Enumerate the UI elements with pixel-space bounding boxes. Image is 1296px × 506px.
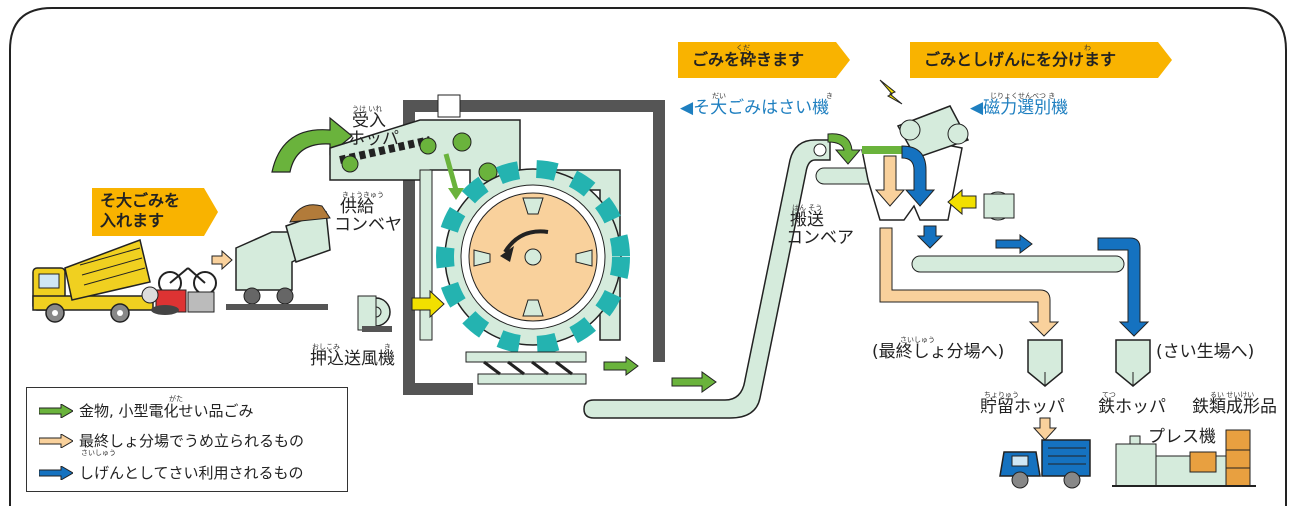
- banner-separate-shape: [910, 42, 1172, 78]
- flow-arrow-tan-down: [874, 155, 906, 207]
- legend-arrow-blue-icon: [39, 465, 73, 480]
- magnetic-label: ◀磁力選別機: [970, 98, 1069, 118]
- legend-arrow-green-icon: [39, 403, 73, 418]
- legend-item-landfill-text: 最終しょ分場でうめ立られるもの: [79, 432, 305, 450]
- receiving-hopper-icon: [226, 204, 331, 310]
- receiving-hopper-label-1: 受入: [352, 111, 386, 131]
- legend-arrow-tan-icon: [39, 433, 73, 448]
- banner-input-shape: [92, 188, 218, 236]
- legend-item-recycle-text: しげんとしてさい利用されるもの: [79, 464, 304, 482]
- flow-arrow-tan-truck: [1032, 417, 1058, 441]
- iron-products-label: 鉄類成形品: [1192, 397, 1277, 417]
- landfill-hopper-ruby: さいしゅう: [900, 336, 935, 344]
- dump-truck-icon: [32, 239, 154, 323]
- flow-arrow-blue-curve: [901, 145, 936, 207]
- storage-hopper-label: 貯留ホッパ: [980, 397, 1065, 417]
- flow-arrow-truck: [211, 249, 233, 271]
- storage-hopper-icon: [1027, 339, 1063, 387]
- banner-separate-ruby: わ: [1084, 44, 1091, 52]
- receiving-hopper-ruby: うけ いれ: [352, 105, 383, 113]
- press-label: プレス機: [1148, 427, 1216, 447]
- iron-hopper-label: 鉄ホッパ: [1098, 397, 1166, 417]
- legend-item-landfill: 最終しょ分場でうめ立られるもの: [39, 430, 304, 451]
- push-blower-icon: [357, 295, 392, 332]
- storage-hopper-ruby: ちょりゅう: [984, 391, 1019, 399]
- legend-landfill-ruby: さいしゅう: [81, 449, 116, 457]
- magnetic-ruby: じりょくせんべつ き: [990, 92, 1056, 100]
- supply-conveyor-label-1: 供給: [340, 197, 374, 217]
- legend-item-recycle: しげんとしてさい利用されるもの: [39, 462, 304, 483]
- legend: 金物, 小型電化せい品ごみ がた 最終しょ分場でうめ立られるもの さいしゅう し…: [26, 387, 348, 492]
- banner-crush-ruby: くだ: [736, 44, 750, 52]
- push-blower-label: 押込送風機: [310, 349, 395, 369]
- iron-products-ruby: るい せいけい: [1210, 391, 1255, 399]
- iron-hopper-ruby: てつ: [1102, 391, 1116, 399]
- legend-item-metal: 金物, 小型電化せい品ごみ: [39, 400, 254, 421]
- press-machine-icon: [1112, 429, 1256, 487]
- transport-conveyor-ruby: はん そう: [792, 204, 823, 212]
- flow-arrow-green-3: [671, 371, 717, 393]
- flow-arrow-yellow-1: [411, 289, 445, 319]
- flow-arrow-yellow-2: [947, 188, 977, 216]
- banner-crush-shape: [678, 42, 850, 78]
- separator-blower-icon: [983, 191, 1015, 221]
- transport-conveyor-label-2: コンベア: [786, 228, 854, 248]
- push-blower-ruby: おしこみ: [312, 343, 340, 351]
- recycle-conveyor: [911, 255, 1125, 273]
- crusher-drum-icon: [436, 160, 630, 354]
- discharge-chute: [465, 351, 587, 385]
- legend-item-metal-text: 金物, 小型電化せい品ごみ: [79, 402, 254, 420]
- flow-arrow-blue-short: [916, 225, 944, 249]
- crusher-label: ◀そ大ごみはさい機: [680, 98, 830, 118]
- transport-conveyor-belt: [583, 139, 831, 419]
- legend-metal-ruby: がた: [169, 395, 183, 403]
- chimney: [437, 94, 461, 118]
- landfill-flow-line: [879, 227, 1060, 337]
- banner-crush-text: ごみを砕きます: [692, 50, 805, 69]
- crusher-ruby-2: き: [826, 92, 833, 100]
- iron-hopper-icon: [1115, 339, 1151, 387]
- blue-truck-icon: [999, 439, 1091, 489]
- bulky-trash-icon: [141, 267, 217, 315]
- banner-input-line1: そ大ごみを: [100, 191, 181, 210]
- crusher-ruby: だい: [712, 92, 726, 100]
- push-blower-ruby-2: き: [384, 343, 391, 351]
- receiving-hopper-label-2: ホッパ: [348, 129, 399, 149]
- banner-separate-text: ごみとしげんにを分けます: [924, 50, 1117, 69]
- supply-conveyor-ruby: きょうきゅう: [342, 191, 384, 199]
- banner-input-line2: 入れます: [100, 211, 165, 230]
- flow-arrow-green-2: [603, 356, 639, 376]
- flow-arrow-green-curve: [271, 116, 353, 173]
- landfill-hopper-label: (最終しょ分場へ): [872, 342, 1005, 362]
- recycle-hopper-label: (さい生場へ): [1156, 342, 1255, 362]
- flow-arrow-blue-right: [995, 234, 1033, 254]
- flow-arrow-green-4: [827, 133, 862, 165]
- recycle-flow-line: [1097, 237, 1150, 337]
- supply-conveyor-label-2: コンベヤ: [334, 215, 402, 235]
- transport-conveyor-label-1: 搬送: [790, 210, 824, 230]
- outer-frame: [9, 7, 1287, 506]
